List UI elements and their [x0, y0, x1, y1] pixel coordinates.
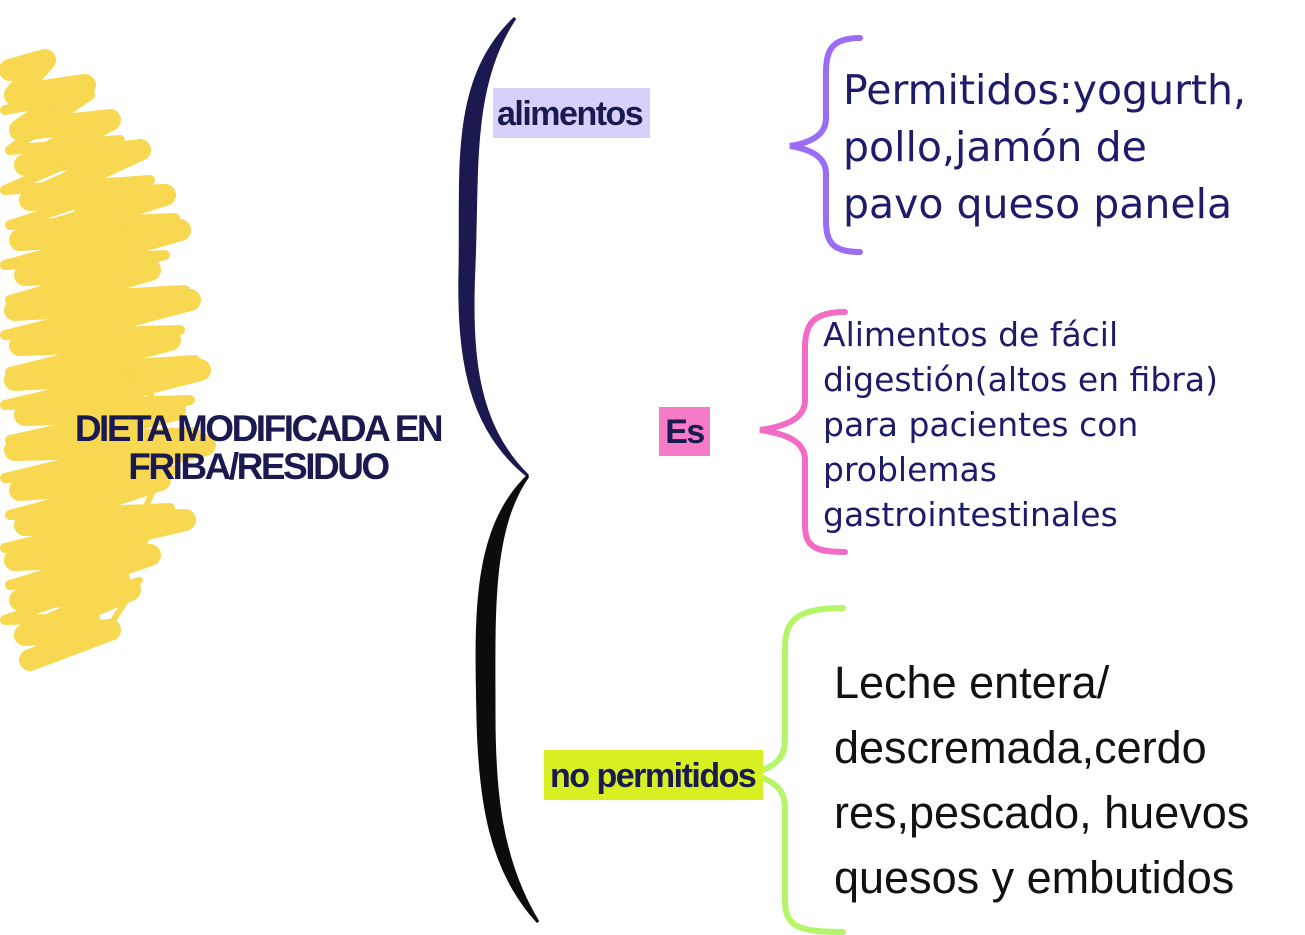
brace-no-permitidos — [749, 605, 846, 935]
text-line: digestión(altos en fibra) — [823, 360, 1218, 399]
text-line: descremada,cerdo — [834, 722, 1207, 773]
text-line: Alimentos de fácil — [823, 315, 1119, 354]
label-no-permitidos: no permitidos — [544, 750, 764, 800]
text-line: Permitidos:yogurth, — [843, 66, 1247, 114]
main-title: DIETA MODIFICADA EN FRIBA/RESIDUO — [8, 410, 508, 486]
text-line: problemas — [823, 450, 997, 489]
text-line: Leche entera/ — [834, 657, 1110, 708]
label-alimentos: alimentos — [493, 88, 651, 138]
brace-alimentos — [789, 35, 863, 255]
text-line: gastrointestinales — [823, 495, 1118, 534]
yellow-scribble-icon — [0, 49, 216, 671]
text-line: pavo queso panela — [843, 180, 1233, 228]
main-brace-top — [458, 16, 530, 478]
text-line: quesos y embutidos — [834, 852, 1235, 903]
main-title-line: DIETA MODIFICADA EN — [74, 408, 444, 449]
text-es-definition: Alimentos de fácil digestión(altos en fi… — [823, 312, 1218, 537]
text-permitidos: Permitidos:yogurth, pollo,jamón de pavo … — [843, 62, 1246, 233]
text-no-permitidos: Leche entera/ descremada,cerdo res,pesca… — [834, 650, 1249, 910]
text-line: pollo,jamón de — [843, 123, 1147, 171]
brace-es — [759, 309, 848, 555]
label-es: Es — [659, 407, 710, 456]
text-line: para pacientes con — [823, 405, 1139, 444]
main-brace-bottom — [475, 474, 540, 924]
main-title-line: FRIBA/RESIDUO — [128, 446, 390, 487]
text-line: res,pescado, huevos — [834, 787, 1250, 838]
